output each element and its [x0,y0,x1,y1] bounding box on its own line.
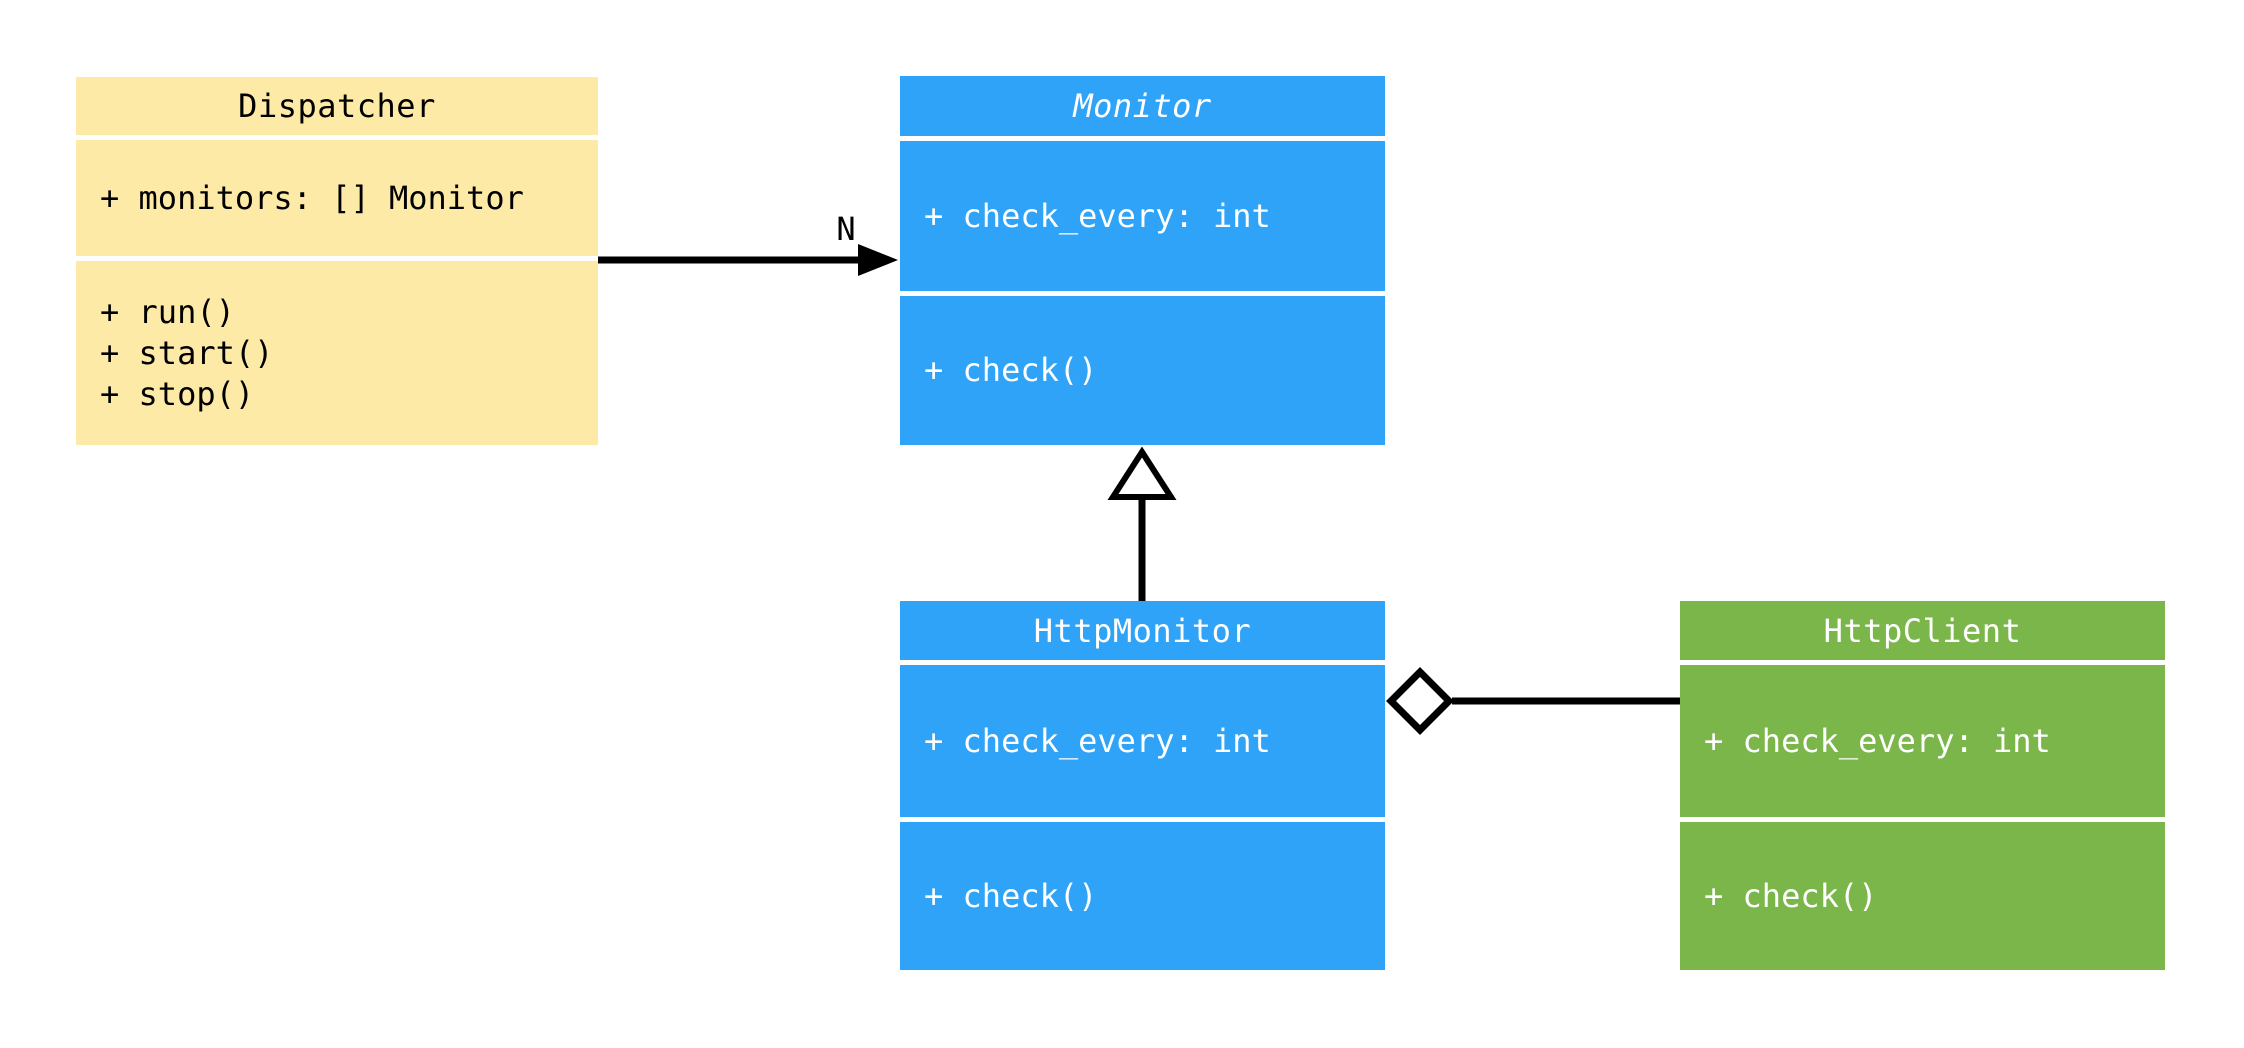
class-httpmonitor-title: HttpMonitor [900,601,1385,660]
attribute-line: + monitors: [] Monitor [100,178,524,217]
attribute-line: + check_every: int [924,721,1271,760]
method-line: + check() [1704,876,1878,915]
class-httpmonitor-methods: + check() [900,822,1385,970]
method-line: + check() [924,351,1098,389]
method-line: + check() [924,876,1098,915]
class-monitor-methods: + check() [900,296,1385,445]
class-httpclient-title: HttpClient [1680,601,2165,660]
class-monitor-attributes: + check_every: int [900,141,1385,291]
class-httpmonitor-attributes: + check_every: int [900,665,1385,817]
association-dispatcher-monitor [598,244,898,276]
class-dispatcher-attributes: + monitors: [] Monitor [76,140,598,256]
class-dispatcher-methods: + run() + start() + stop() [76,261,598,445]
generalization-httpmonitor-monitor [1107,446,1177,601]
method-line: + run() [100,292,235,331]
class-monitor: Monitor + check_every: int + check() [900,76,1385,445]
class-dispatcher: Dispatcher + monitors: [] Monitor + run(… [76,77,598,445]
class-httpclient-attributes: + check_every: int [1680,665,2165,817]
attribute-line: + check_every: int [924,196,1271,235]
aggregation-httpmonitor-httpclient [1386,667,1680,735]
association-arrowhead-icon [858,244,898,276]
attribute-line: + check_every: int [1704,721,2051,760]
class-monitor-title: Monitor [900,76,1385,136]
method-line: + start() [100,333,274,372]
aggregation-diamond-icon [1386,667,1454,735]
association-multiplicity-label: N [836,210,856,248]
class-httpmonitor: HttpMonitor + check_every: int + check() [900,601,1385,970]
class-httpclient-methods: + check() [1680,822,2165,970]
generalization-triangle-icon [1107,446,1177,500]
class-httpclient: HttpClient + check_every: int + check() [1680,601,2165,970]
method-line: + stop() [100,374,255,413]
class-dispatcher-title: Dispatcher [76,77,598,135]
